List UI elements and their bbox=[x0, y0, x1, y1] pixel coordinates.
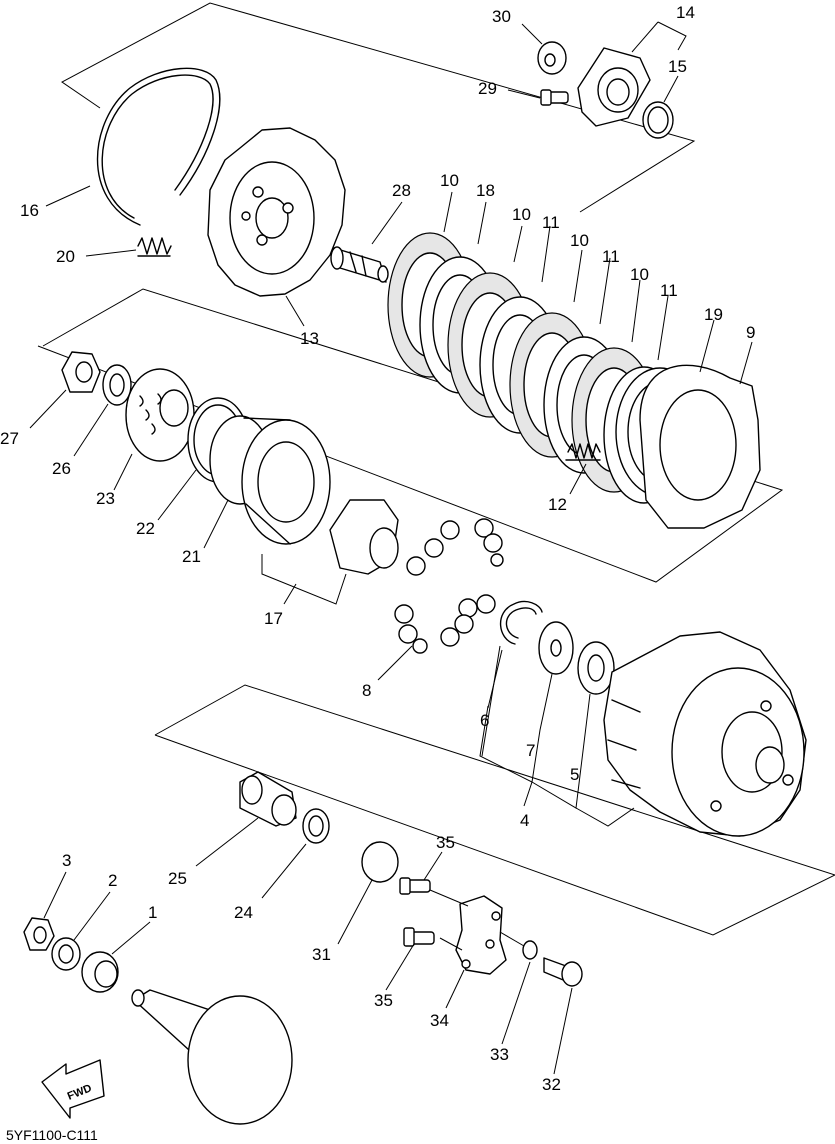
callout-11-a: 11 bbox=[542, 213, 560, 232]
callout-7: 7 bbox=[526, 741, 535, 760]
callout-4: 4 bbox=[520, 811, 529, 830]
callout-9: 9 bbox=[746, 323, 755, 342]
callout-10-d: 10 bbox=[630, 265, 649, 284]
callout-20: 20 bbox=[56, 247, 75, 266]
callout-19: 19 bbox=[704, 305, 723, 324]
part-14-bearing-housing bbox=[577, 47, 651, 127]
part-20-spring bbox=[137, 237, 172, 257]
callout-35-a: 35 bbox=[436, 833, 455, 852]
callout-18: 18 bbox=[476, 181, 495, 200]
part-30-washer bbox=[537, 41, 567, 75]
part-12-bolt bbox=[565, 443, 601, 461]
part-7-washer bbox=[538, 621, 574, 675]
callout-14: 14 bbox=[676, 3, 695, 22]
part-33-washer bbox=[522, 940, 538, 960]
part-2-washer bbox=[51, 937, 81, 971]
part-24-washer bbox=[302, 808, 330, 844]
callout-28: 28 bbox=[392, 181, 411, 200]
callout-8: 8 bbox=[362, 681, 371, 700]
callout-numbers: 30 14 15 29 16 20 13 28 10 18 10 11 10 1… bbox=[0, 3, 755, 1094]
callout-11-c: 11 bbox=[660, 281, 678, 300]
callout-15: 15 bbox=[668, 57, 687, 76]
callout-34: 34 bbox=[430, 1011, 449, 1030]
part-29-bolt bbox=[540, 89, 569, 106]
group-frames bbox=[37, 2, 835, 936]
callout-16: 16 bbox=[20, 201, 39, 220]
callout-1: 1 bbox=[148, 903, 157, 922]
footer-code: 5YF1100-C111 bbox=[6, 1127, 98, 1143]
callout-31: 31 bbox=[312, 945, 331, 964]
part-8-balls bbox=[394, 594, 496, 654]
callout-29: 29 bbox=[478, 79, 497, 98]
callout-6: 6 bbox=[480, 711, 489, 730]
callout-26: 26 bbox=[52, 459, 71, 478]
part-26-washer bbox=[102, 364, 132, 406]
crankshaft-end bbox=[131, 989, 293, 1125]
part-28-push-rod bbox=[330, 246, 389, 283]
part-35-screw-upper bbox=[399, 877, 431, 895]
callout-21: 21 bbox=[182, 547, 201, 566]
part-25-sleeve bbox=[239, 771, 297, 827]
part-27-nut bbox=[61, 351, 101, 393]
part-4-clutch-housing bbox=[603, 631, 807, 837]
part-13-pressure-plate bbox=[207, 127, 346, 297]
callout-13: 13 bbox=[300, 329, 319, 348]
callout-2: 2 bbox=[108, 871, 117, 890]
part-6-circlip bbox=[499, 600, 543, 645]
part-23-lock-washer bbox=[125, 368, 195, 462]
callout-23: 23 bbox=[96, 489, 115, 508]
callout-3: 3 bbox=[62, 851, 71, 870]
part-21-clutch-boss bbox=[209, 415, 331, 545]
callout-10-c: 10 bbox=[570, 231, 589, 250]
part-15-o-ring bbox=[642, 101, 674, 139]
part-16-circlip bbox=[96, 67, 221, 226]
part-34-bracket bbox=[455, 895, 507, 975]
part-35-screw-lower bbox=[403, 927, 435, 947]
callout-10-b: 10 bbox=[512, 205, 531, 224]
callout-25: 25 bbox=[168, 869, 187, 888]
callout-32: 32 bbox=[542, 1075, 561, 1094]
callout-5: 5 bbox=[570, 765, 579, 784]
callout-17: 17 bbox=[264, 609, 283, 628]
callout-10-a: 10 bbox=[440, 171, 459, 190]
part-17-hub bbox=[329, 499, 399, 575]
part-32-bolt bbox=[543, 957, 583, 987]
balls-upper bbox=[406, 518, 504, 576]
callout-24: 24 bbox=[234, 903, 253, 922]
part-3-nut bbox=[23, 917, 55, 951]
part-1-bearing bbox=[81, 951, 119, 993]
part-5-washer bbox=[577, 641, 615, 695]
callout-33: 33 bbox=[490, 1045, 509, 1064]
callout-12: 12 bbox=[548, 495, 567, 514]
fwd-arrow: FWD bbox=[41, 1059, 105, 1119]
callout-35-b: 35 bbox=[374, 991, 393, 1010]
part-31-cap bbox=[361, 841, 399, 883]
callout-30: 30 bbox=[492, 7, 511, 26]
callout-27: 27 bbox=[0, 429, 19, 448]
part-9-plate bbox=[639, 364, 761, 529]
callout-22: 22 bbox=[136, 519, 155, 538]
leader-lines bbox=[29, 21, 753, 1075]
callout-11-b: 11 bbox=[602, 247, 620, 266]
